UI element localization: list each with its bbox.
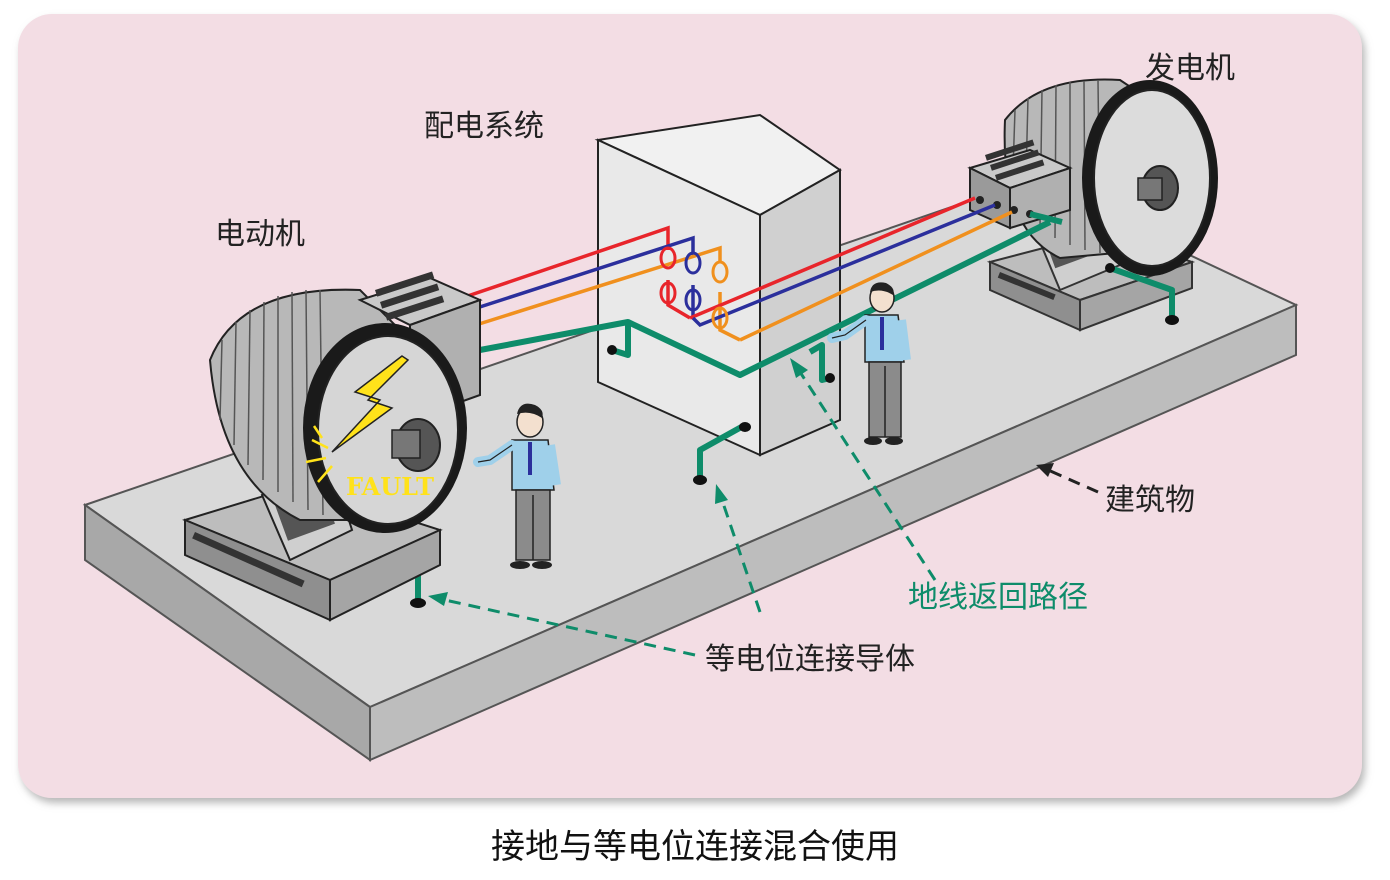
bonding-arrow-motor — [444, 598, 696, 657]
phase-wires — [449, 196, 1013, 342]
motor — [182, 271, 483, 622]
person-right — [827, 282, 911, 445]
fault-label: FAULT — [346, 472, 434, 501]
callout-arrows — [444, 371, 1099, 657]
distribution-system-label: 配电系统 — [424, 109, 544, 144]
phase-orange-wire-right — [739, 210, 1013, 342]
ground-path-arrow — [798, 371, 937, 581]
cabinet-bonding-conductor — [697, 422, 747, 478]
generator-label: 发电机 — [1145, 51, 1235, 86]
motor-label: 电动机 — [215, 217, 305, 252]
building-label: 建筑物 — [1105, 483, 1195, 518]
building-arrow — [1047, 468, 1099, 494]
phase-red-wire-left — [449, 225, 670, 304]
bonding-conductor-label: 等电位连接导体 — [705, 642, 915, 677]
ground-return-path-label: 地线返回路径 — [908, 580, 1088, 615]
fuse-loops — [659, 246, 729, 330]
arrow-heads — [428, 358, 1054, 606]
generator — [967, 78, 1218, 332]
figure-caption: 接地与等电位连接混合使用 — [491, 827, 899, 867]
phase-blue-wire-right — [691, 203, 996, 328]
ground-return-conductor — [479, 219, 1052, 378]
fault-spark-icon — [305, 425, 333, 483]
phase-orange-wire-left — [459, 245, 722, 332]
person-left — [473, 403, 561, 569]
phase-red-wire-right — [689, 196, 976, 320]
phase-blue-wire-left — [454, 235, 695, 317]
fault-lightning-icon — [331, 355, 410, 453]
generator-bonding-conductor — [1108, 265, 1175, 318]
